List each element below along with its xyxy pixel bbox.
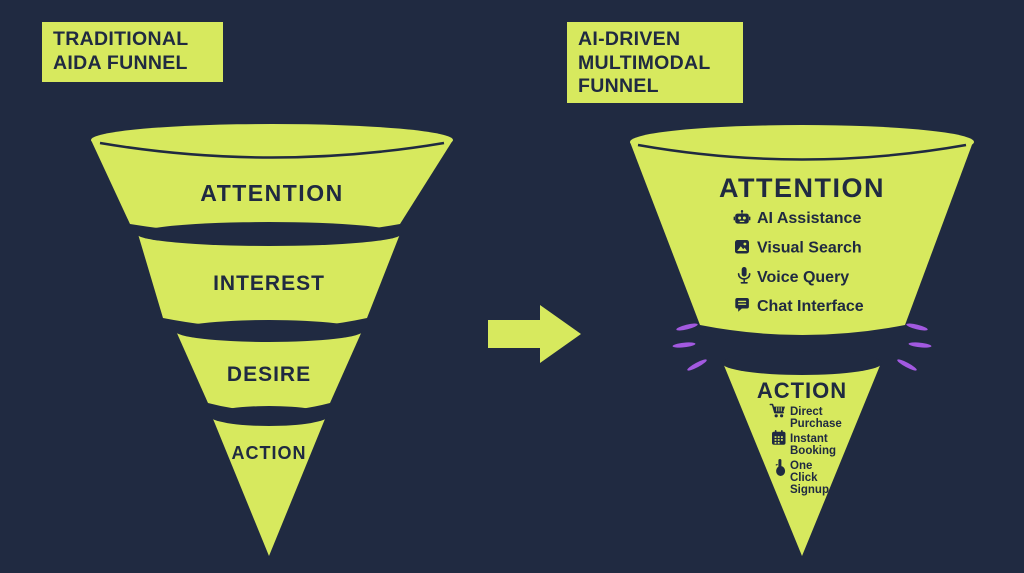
right-arrow-icon xyxy=(488,305,581,363)
stage-label-action: ACTION xyxy=(232,443,307,463)
funnel-segment-action xyxy=(211,414,327,556)
title-line: TRADITIONAL xyxy=(53,28,189,50)
item-label-line: Signup xyxy=(790,484,829,496)
funnel-rim-line xyxy=(99,141,445,159)
traditional-funnel: ATTENTION INTEREST DESIRE ACTION xyxy=(91,124,453,556)
stage-label-attention: ATTENTION xyxy=(200,180,343,206)
funnel-rim-line xyxy=(637,143,967,161)
item-label-line: Purchase xyxy=(790,418,842,430)
item-label: Visual Search xyxy=(757,240,862,257)
sparkle-stroke xyxy=(908,342,932,348)
title-line: MULTIMODAL xyxy=(578,51,711,74)
funnel-mouth xyxy=(91,124,453,156)
cart-icon xyxy=(769,403,785,418)
title-line: AI-DRIVEN xyxy=(578,28,681,50)
attention-item-visual-search: Visual Search xyxy=(735,240,862,257)
funnel-triangle-action xyxy=(723,363,881,556)
funnel-mouth xyxy=(630,125,974,159)
robot-icon xyxy=(733,210,751,224)
attention-item-ai-assistance: AI Assistance xyxy=(733,210,861,227)
item-label: Voice Query xyxy=(757,269,849,286)
item-label-line: One xyxy=(790,460,812,472)
funnel-segment-desire xyxy=(176,331,362,411)
funnel-bucket-attention xyxy=(630,142,973,335)
item-label-line: Click xyxy=(790,472,818,484)
stage-label-attention-ai: ATTENTION xyxy=(719,173,885,203)
item-label: Chat Interface xyxy=(757,298,864,315)
stage-label-interest: INTEREST xyxy=(213,272,325,295)
click-icon xyxy=(775,459,786,476)
title-line: AIDA FUNNEL xyxy=(53,51,188,74)
funnel-gap-band xyxy=(137,222,401,246)
ai-multimodal-funnel: ATTENTION AI Assistance xyxy=(630,125,974,556)
sparkle-stroke xyxy=(672,342,696,348)
attention-item-chat-interface: Chat Interface xyxy=(735,298,864,315)
item-label-line: Instant xyxy=(790,433,828,445)
action-item-instant-booking: Instant Booking xyxy=(772,430,836,457)
funnel-gap-band xyxy=(175,320,363,342)
item-label: AI Assistance xyxy=(757,210,861,227)
image-icon xyxy=(735,240,749,254)
funnel-segment-interest xyxy=(138,234,400,329)
chat-icon xyxy=(735,298,749,312)
stage-label-desire: DESIRE xyxy=(227,363,311,386)
action-item-direct-purchase: Direct Purchase xyxy=(769,403,842,430)
funnel-segment-attention xyxy=(91,140,453,236)
item-label-line: Direct xyxy=(790,406,823,418)
ai-funnel-title: AI-DRIVEN MULTIMODAL FUNNEL xyxy=(567,22,743,103)
traditional-funnel-title: TRADITIONAL AIDA FUNNEL xyxy=(42,22,223,82)
sparkle-stroke xyxy=(676,323,698,331)
funnel-gap-band xyxy=(722,351,882,375)
action-item-one-click-signup: One Click Signup xyxy=(775,459,829,496)
stage-label-action-ai: ACTION xyxy=(757,378,847,403)
sparkle-stroke xyxy=(897,359,917,371)
item-label-line: Booking xyxy=(790,445,836,457)
microphone-icon xyxy=(737,267,751,284)
calendar-icon xyxy=(772,430,786,445)
sparkle-marks xyxy=(672,323,932,371)
title-line: FUNNEL xyxy=(578,75,659,97)
sparkle-stroke xyxy=(906,323,928,331)
funnel-gap-band xyxy=(210,406,328,426)
sparkle-stroke xyxy=(687,359,707,371)
attention-item-voice-query: Voice Query xyxy=(737,267,849,286)
